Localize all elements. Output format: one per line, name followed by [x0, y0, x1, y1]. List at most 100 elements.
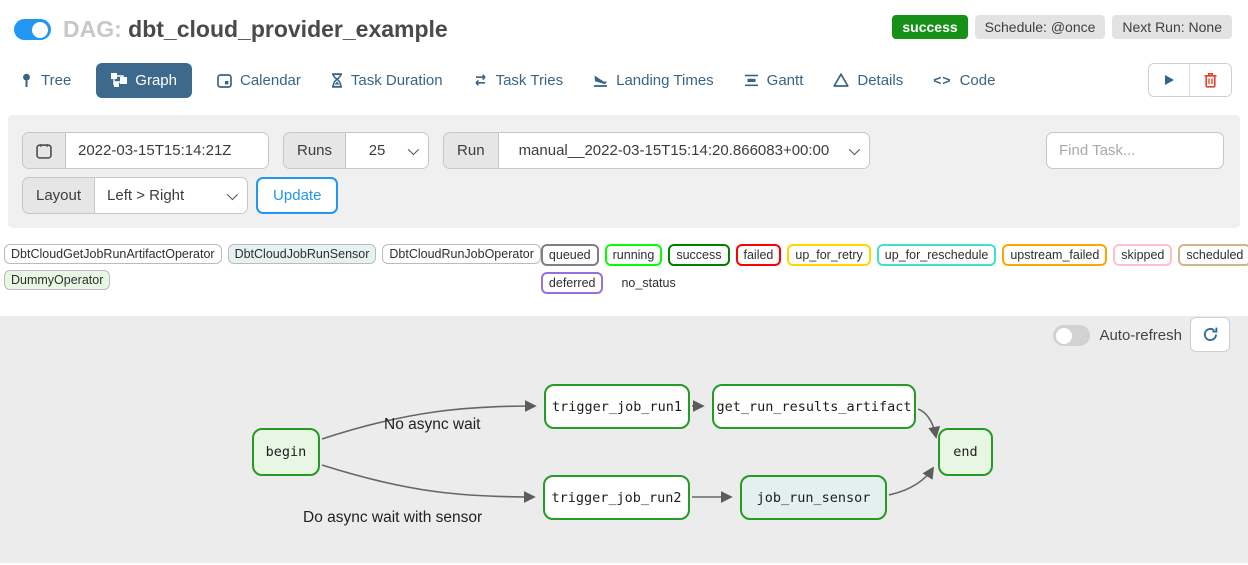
task-node-get-run-results-artifact[interactable]: get_run_results_artifact — [712, 384, 916, 429]
auto-refresh-toggle[interactable] — [1053, 325, 1091, 346]
tab-tree[interactable]: Tree — [20, 72, 71, 89]
tab-label: Calendar — [240, 71, 301, 89]
status-badge: success — [892, 14, 968, 39]
base-date-input[interactable]: 2022-03-15T15:14:21Z — [66, 133, 268, 168]
state-legend: queued running success failed up_for_ret… — [540, 244, 1248, 294]
edge-begin-trigger2 — [321, 464, 536, 503]
find-task-input[interactable] — [1046, 132, 1224, 169]
chevron-down-icon — [226, 188, 239, 200]
refresh-button[interactable] — [1190, 317, 1230, 352]
triangle-icon — [833, 73, 850, 87]
filter-row-2: Layout Left > Right Update — [22, 177, 1224, 214]
task-node-end[interactable]: end — [938, 428, 993, 476]
tab-label: Task Duration — [350, 71, 443, 89]
tab-label: Graph — [135, 71, 177, 89]
task-node-begin[interactable]: begin — [252, 428, 320, 476]
run-label: Run — [444, 133, 499, 168]
play-icon — [1165, 75, 1174, 85]
operator-chip: DummyOperator — [4, 270, 111, 290]
tab-gantt[interactable]: Gantt — [744, 71, 804, 89]
runs-select[interactable]: 25 — [346, 133, 429, 168]
operator-legend: DbtCloudGetJobRunArtifactOperator DbtClo… — [4, 244, 541, 294]
dag-graph-panel: Auto-refresh No async wait Do async wait… — [0, 316, 1248, 563]
layout-select[interactable]: Left > Right — [95, 178, 248, 213]
dag-label: DAG: — [63, 16, 122, 42]
plane-landing-icon — [594, 75, 608, 87]
graph-icon — [111, 73, 128, 87]
delete-dag-button[interactable] — [1189, 64, 1231, 96]
hourglass-icon — [331, 72, 342, 88]
header-badges: success Schedule: @once Next Run: None — [892, 14, 1232, 39]
run-value: manual__2022-03-15T15:14:20.866083+00:00 — [518, 142, 830, 159]
task-node-job-run-sensor[interactable]: job_run_sensor — [740, 475, 887, 520]
state-chip[interactable]: up_for_retry — [787, 244, 871, 266]
state-chip[interactable]: scheduled — [1178, 244, 1248, 266]
tab-label: Tree — [41, 71, 72, 89]
schedule-badge[interactable]: Schedule: @once — [974, 14, 1106, 39]
trash-icon — [1204, 73, 1217, 88]
tab-code[interactable]: <> Code — [933, 72, 995, 89]
legend: DbtCloudGetJobRunArtifactOperator DbtClo… — [0, 228, 1248, 300]
page-title: DAG: dbt_cloud_provider_example — [63, 16, 448, 43]
base-date-addon[interactable] — [23, 133, 66, 168]
edge-begin-trigger1 — [321, 400, 537, 440]
auto-refresh-control: Auto-refresh — [1053, 325, 1182, 346]
task-node-trigger-job-run1[interactable]: trigger_job_run1 — [544, 384, 690, 429]
operator-chip: DbtCloudGetJobRunArtifactOperator — [4, 244, 222, 264]
filter-row-1: 2022-03-15T15:14:21Z Runs 25 Run manual_… — [22, 132, 1224, 169]
dag-actions-group — [1148, 63, 1232, 97]
tab-label: Gantt — [766, 71, 804, 89]
tab-task-tries[interactable]: Task Tries — [473, 71, 564, 89]
layout-group: Layout Left > Right — [22, 177, 249, 214]
operator-chip: DbtCloudJobRunSensor — [227, 244, 377, 264]
tab-landing-times[interactable]: Landing Times — [593, 72, 714, 89]
runs-value: 25 — [368, 142, 386, 159]
tab-task-duration[interactable]: Task Duration — [331, 72, 443, 89]
tab-graph[interactable]: Graph — [96, 62, 192, 98]
tab-label: Details — [857, 71, 904, 89]
state-chip[interactable]: deferred — [540, 272, 604, 294]
state-chip[interactable]: queued — [540, 244, 599, 266]
view-tabbar: Tree Graph Calendar Task Duration Task T… — [0, 49, 1248, 113]
tab-details[interactable]: Details — [833, 72, 903, 89]
auto-refresh-label: Auto-refresh — [1099, 327, 1182, 344]
run-group: Run manual__2022-03-15T15:14:20.866083+0… — [443, 132, 871, 169]
tab-label: Code — [959, 71, 996, 89]
state-chip[interactable]: skipped — [1113, 244, 1173, 266]
update-button[interactable]: Update — [256, 177, 339, 214]
layout-value: Left > Right — [107, 187, 185, 204]
tab-label: Task Tries — [495, 71, 564, 89]
tab-label: Landing Times — [616, 71, 714, 89]
state-chip[interactable]: success — [668, 244, 730, 266]
task-node-trigger-job-run2[interactable]: trigger_job_run2 — [543, 475, 690, 520]
chevron-down-icon — [849, 143, 861, 155]
dag-pause-toggle[interactable] — [14, 19, 51, 40]
refresh-icon — [1203, 327, 1217, 341]
base-date-group: 2022-03-15T15:14:21Z — [22, 132, 269, 169]
calendar-icon — [36, 143, 52, 159]
dag-edges — [321, 400, 941, 503]
dag-header: DAG: dbt_cloud_provider_example success … — [0, 0, 1248, 49]
toggle-knob — [32, 21, 48, 38]
trigger-dag-button[interactable] — [1149, 64, 1189, 96]
state-chip[interactable]: upstream_failed — [1002, 244, 1108, 266]
state-chip[interactable]: running — [604, 244, 663, 266]
edge-artifact-end — [917, 408, 941, 439]
state-chip[interactable]: up_for_reschedule — [876, 244, 997, 266]
run-select[interactable]: manual__2022-03-15T15:14:20.866083+00:00 — [498, 133, 870, 168]
chevron-down-icon — [407, 143, 420, 155]
next-run-badge: Next Run: None — [1112, 14, 1232, 39]
state-chip: no_status — [621, 276, 676, 290]
filter-panel: 2022-03-15T15:14:21Z Runs 25 Run manual_… — [8, 115, 1240, 228]
edge-sensor-end — [888, 466, 934, 496]
operator-chip: DbtCloudRunJobOperator — [382, 244, 541, 264]
dag-name: dbt_cloud_provider_example — [128, 16, 448, 42]
toggle-knob — [1056, 327, 1073, 344]
code-icon: <> — [933, 72, 952, 88]
calendar-icon — [217, 73, 232, 88]
num-runs-group: Runs 25 — [283, 132, 430, 169]
edge-label: No async wait — [384, 416, 481, 433]
edge-label: Do async wait with sensor — [303, 509, 483, 526]
state-chip[interactable]: failed — [735, 244, 782, 266]
tab-calendar[interactable]: Calendar — [217, 72, 301, 89]
